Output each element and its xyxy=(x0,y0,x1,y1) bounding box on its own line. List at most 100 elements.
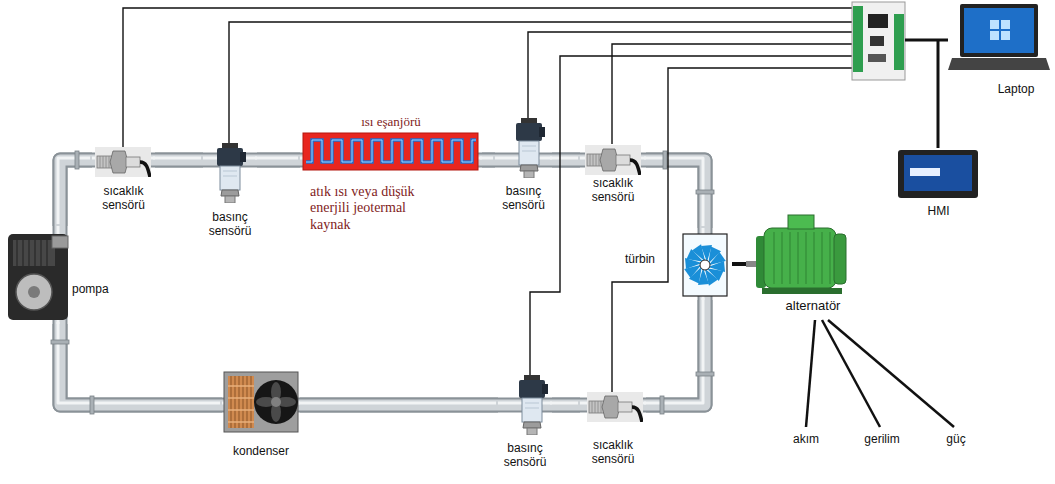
pipe-outline xyxy=(60,160,92,226)
signal-wire xyxy=(530,56,852,375)
pipe-highlight xyxy=(480,157,493,160)
laptop-icon xyxy=(1001,20,1010,29)
component-label: Laptop xyxy=(986,82,1046,96)
controller-board xyxy=(852,2,905,80)
pump-icon xyxy=(8,234,68,320)
output-label: akım xyxy=(766,432,846,446)
pump-icon xyxy=(8,234,68,320)
pipe-segment xyxy=(298,403,498,405)
turbine-icon xyxy=(683,234,727,296)
pipe-segment xyxy=(644,298,705,405)
component-label: ısı eşanjörü xyxy=(300,114,482,130)
pipe-segment xyxy=(480,158,495,160)
pipe-body xyxy=(60,324,222,405)
turbine: türbin xyxy=(618,228,732,300)
component-label: sıcaklık sensörü xyxy=(580,176,646,205)
pump: pompa xyxy=(6,226,114,324)
pipe-flange xyxy=(90,396,94,414)
component-label: basınç sensörü xyxy=(495,184,552,213)
laptop-icon xyxy=(960,4,1038,57)
hmi-icon xyxy=(898,150,978,198)
pipe-body xyxy=(552,155,580,166)
pump-icon xyxy=(16,274,52,310)
turbine-shaft xyxy=(732,264,746,265)
temperature-sensor: sıcaklık sensörü xyxy=(92,146,155,222)
alternator-icon xyxy=(762,288,842,294)
pump-icon xyxy=(13,240,55,266)
pipe-highlight xyxy=(58,322,220,403)
condenser-icon xyxy=(231,376,251,428)
pipe-flange xyxy=(696,190,714,194)
component-label: sıcaklık sensörü xyxy=(580,438,646,467)
condenser-icon xyxy=(228,376,254,428)
pipe-highlight xyxy=(644,298,703,403)
pipe-segment xyxy=(550,158,580,160)
temperature-sensor: sıcaklık sensörü xyxy=(580,390,646,474)
pipe-body xyxy=(482,155,495,166)
pipe-outline xyxy=(257,153,300,168)
laptop-icon xyxy=(990,31,999,40)
hmi-icon xyxy=(904,155,972,191)
hmi-icon xyxy=(898,150,978,198)
alternator-icon xyxy=(834,234,846,284)
laptop-icon xyxy=(1001,31,1010,40)
pipe-segment xyxy=(550,403,580,405)
shaft-line xyxy=(732,262,746,266)
component-label: sıcaklık sensörü xyxy=(92,184,155,213)
component-label: HMI xyxy=(895,204,982,218)
laptop-icon xyxy=(948,4,1050,70)
pressure-sensor: basınç sensörü xyxy=(498,373,552,476)
laptop-icon xyxy=(948,58,1050,70)
heat-exchanger: ısı eşanjörü atık ısı veya düşük enerjili… xyxy=(300,112,482,248)
pump-icon xyxy=(17,240,47,266)
network-wire xyxy=(905,40,948,148)
pipe-outline xyxy=(155,153,203,168)
hmi-icon xyxy=(910,168,940,176)
pipe-body xyxy=(300,400,498,411)
pipe-outline xyxy=(482,153,495,168)
component-label: basınç sensörü xyxy=(498,441,552,470)
pressure-sensor-icon xyxy=(519,375,548,435)
component-label: kondenser xyxy=(224,444,298,458)
pipe-flange xyxy=(663,151,667,169)
alternator-icon xyxy=(764,228,836,288)
pipe-outline xyxy=(646,300,705,405)
laptop: Laptop xyxy=(946,2,1050,100)
laptop-icon xyxy=(964,8,1034,53)
hmi-panel: HMI xyxy=(895,146,982,224)
pipe-highlight xyxy=(550,402,578,405)
pipe-segment xyxy=(255,158,300,160)
signal-wire xyxy=(612,44,852,144)
output-line xyxy=(822,320,880,427)
signal-wire xyxy=(528,32,852,118)
pipe-flange xyxy=(660,396,664,414)
controller-board xyxy=(894,14,904,70)
output-line xyxy=(828,320,954,427)
pipe-body xyxy=(155,155,203,166)
pipe-outline xyxy=(300,398,498,413)
pressure-sensor: basınç sensörü xyxy=(203,138,257,244)
heat-exchanger-icon xyxy=(303,133,478,170)
condenser-icon xyxy=(256,382,296,422)
controller-board xyxy=(853,6,863,72)
pipe-highlight xyxy=(550,157,578,160)
output-label: güç xyxy=(916,432,996,446)
heat-exchanger-icon xyxy=(306,140,476,162)
pressure-sensor-icon xyxy=(516,118,545,178)
controller-board xyxy=(870,36,884,46)
signal-wire xyxy=(612,68,852,392)
pipe-body xyxy=(60,160,92,226)
turbine-icon xyxy=(683,234,727,296)
turbine-icon xyxy=(700,260,710,270)
heat-source-note: atık ısı veya düşük enerjili jeotermal k… xyxy=(310,184,440,234)
component-label: alternatör xyxy=(770,298,856,314)
alternator-icon xyxy=(774,232,830,284)
network-wire xyxy=(905,39,948,42)
pipe-segment xyxy=(58,322,222,405)
pipe-highlight xyxy=(58,158,90,224)
signal-wire xyxy=(123,8,852,392)
component-label: basınç sensörü xyxy=(203,210,257,239)
temperature-sensor-icon xyxy=(95,147,151,177)
pipe-flange xyxy=(75,151,79,169)
